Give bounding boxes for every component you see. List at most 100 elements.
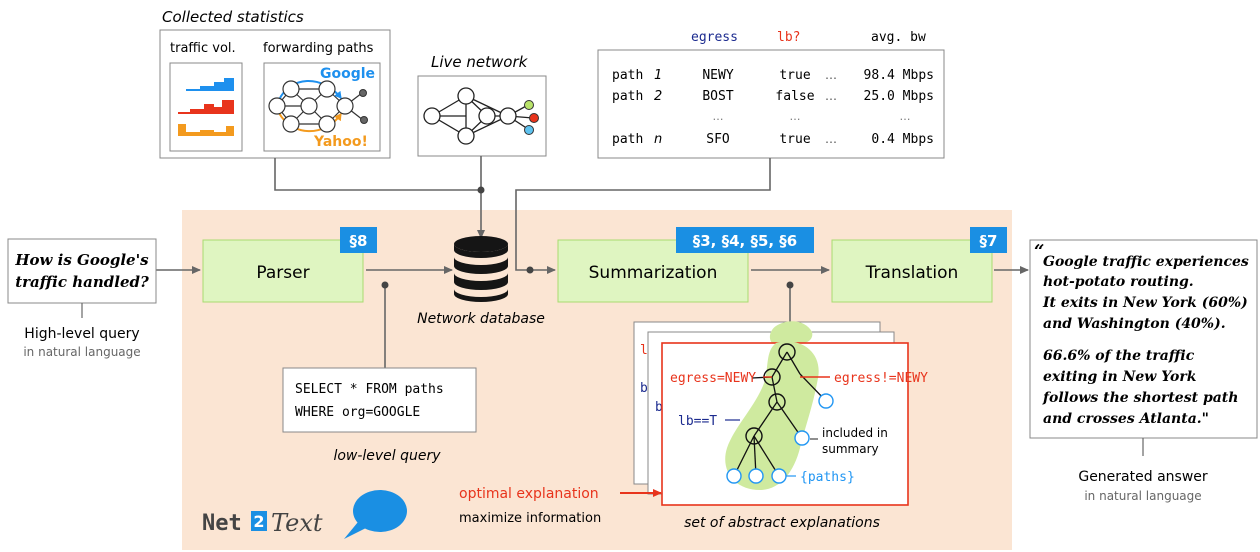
traffic-series-red <box>178 100 234 114</box>
answer-line7: follows the shortest path <box>1042 390 1238 406</box>
translation-section-badge <box>970 227 1007 253</box>
answer-line1: Google traffic experiences <box>1043 254 1249 270</box>
svg-text:n: n <box>654 132 662 147</box>
speech-bubble-icon <box>344 490 407 539</box>
table-header-lb: lb? <box>777 30 800 45</box>
google-egress-dot <box>359 89 367 97</box>
table-row: path n SFO true … 0.4 Mbps <box>612 132 934 147</box>
forwarding-paths-label: forwarding paths <box>263 41 374 56</box>
svg-text:true: true <box>779 68 810 83</box>
paths-label: {paths} <box>800 470 855 485</box>
svg-text:path: path <box>612 89 643 104</box>
included-label-line2: summary <box>822 442 879 456</box>
junction-dot <box>381 281 389 289</box>
summary-highlight-blob <box>725 341 819 490</box>
answer-open-quote: “ <box>1034 241 1044 262</box>
parser-section-badge <box>340 227 377 253</box>
yahoo-path-arrow <box>278 112 342 133</box>
egress-neq-label: egress!=NEWY <box>834 371 928 386</box>
svg-text:0.4 Mbps: 0.4 Mbps <box>871 132 934 147</box>
parser-label: Parser <box>256 263 309 283</box>
svg-text:2: 2 <box>654 89 662 104</box>
svg-text:…: … <box>825 132 837 146</box>
yahoo-label: Yahoo! <box>313 134 368 150</box>
generated-answer-subcaption: in natural language <box>1084 489 1201 503</box>
included-label-line1: included in <box>822 426 888 440</box>
highlight-blob-back <box>769 321 813 344</box>
svg-text:path: path <box>612 68 643 83</box>
database-icon <box>454 236 508 302</box>
translation-module <box>831 239 993 303</box>
parser-module <box>202 239 364 303</box>
table-row: path 2 BOST false … 25.0 Mbps <box>612 89 934 104</box>
maximize-information-label: maximize information <box>459 511 601 526</box>
svg-text:…: … <box>713 110 724 123</box>
high-level-query-box <box>7 238 157 304</box>
answer-line4: and Washington (40%). <box>1043 316 1226 332</box>
back-card-letter: b <box>640 381 648 396</box>
generated-answer-caption: Generated answer <box>1078 469 1208 485</box>
svg-text:25.0 Mbps: 25.0 Mbps <box>864 89 934 104</box>
logo-net: Net <box>202 511 242 536</box>
summarization-label: Summarization <box>589 263 718 283</box>
live-node-green <box>524 100 534 110</box>
table-header-bw: avg. bw <box>871 30 926 45</box>
translation-section-label: §7 <box>980 232 998 250</box>
svg-text:SFO: SFO <box>706 132 730 147</box>
traffic-series-blue <box>178 78 234 91</box>
answer-line8: and crosses Atlanta." <box>1043 411 1209 427</box>
yahoo-egress-dot <box>360 116 368 124</box>
back-card-letter: l <box>640 343 648 358</box>
svg-text:…: … <box>900 110 911 123</box>
svg-text:1: 1 <box>654 68 662 83</box>
live-node-red <box>529 113 539 123</box>
query-text-line1: How is Google's <box>14 251 149 269</box>
svg-text:BOST: BOST <box>702 89 733 104</box>
live-network-nodes <box>423 87 517 145</box>
traffic-series-orange <box>178 124 234 136</box>
back-card-letter: b <box>655 400 663 415</box>
svg-text:…: … <box>825 68 837 82</box>
translation-label: Translation <box>865 263 959 283</box>
parser-section-label: §8 <box>350 232 368 250</box>
lb-label: lb==T <box>678 414 717 429</box>
live-network-title: Live network <box>431 53 529 71</box>
svg-text:path: path <box>612 132 643 147</box>
svg-text:false: false <box>775 89 814 104</box>
sql-line2: WHERE org=GOOGLE <box>295 405 420 420</box>
explanation-tree-nodes <box>726 343 834 484</box>
egress-eq-label: egress=NEWY <box>670 371 756 386</box>
network-database-caption: Network database <box>417 311 545 327</box>
svg-text:NEWY: NEWY <box>702 68 733 83</box>
svg-text:98.4 Mbps: 98.4 Mbps <box>864 68 934 83</box>
answer-line5: 66.6% of the traffic <box>1043 348 1195 364</box>
logo-two-badge <box>251 511 267 531</box>
summarization-section-label: §3, §4, §5, §6 <box>693 232 798 250</box>
explanations-caption: set of abstract explanations <box>684 515 880 531</box>
summarization-section-badge <box>676 227 814 253</box>
logo-two: 2 <box>253 512 264 531</box>
connector-lines <box>156 156 1029 368</box>
query-text-line2: traffic handled? <box>15 273 149 291</box>
generated-answer-box <box>1029 239 1258 439</box>
answer-line6: exiting in New York <box>1043 369 1197 385</box>
svg-text:…: … <box>825 89 837 103</box>
answer-line2: hot-potato routing. <box>1043 274 1194 290</box>
high-level-query-subcaption: in natural language <box>23 345 140 359</box>
optimal-explanation-label: optimal explanation <box>459 486 599 502</box>
sql-query-box <box>282 367 477 433</box>
junction-dot <box>786 281 794 289</box>
table-row: path 1 NEWY true … 98.4 Mbps <box>612 68 934 83</box>
low-level-query-caption: low-level query <box>333 448 441 464</box>
forwarding-graph-nodes <box>268 80 354 133</box>
collected-statistics-title: Collected statistics <box>162 8 304 26</box>
junction-dot <box>526 266 534 274</box>
junction-dot <box>477 186 485 194</box>
google-label: Google <box>320 66 375 82</box>
svg-text:true: true <box>779 132 810 147</box>
answer-line3: It exits in New York (60%) <box>1042 295 1248 311</box>
logo-text: Text <box>271 509 323 537</box>
table-row: … … … <box>713 110 911 123</box>
live-node-blue <box>524 125 534 135</box>
